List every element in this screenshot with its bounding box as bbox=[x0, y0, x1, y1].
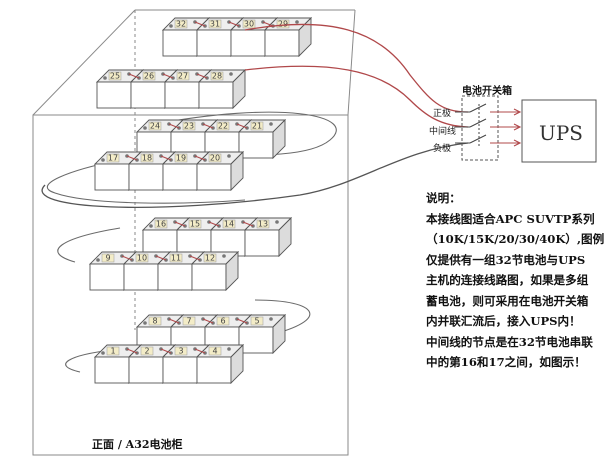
interconnect-wire bbox=[236, 318, 248, 324]
description-line: 中的第16和17之间，如图示！ bbox=[426, 355, 586, 369]
battery-number: 26 bbox=[144, 72, 154, 81]
description-line: 主机的连接线路图，如果是多组 bbox=[426, 273, 589, 287]
ups-label: UPS bbox=[538, 121, 583, 145]
battery-layer-2: 24 23 22 21 17 18 19 20 bbox=[93, 118, 287, 192]
interconnect-wire bbox=[189, 255, 201, 261]
middle-line-label: 中间线 bbox=[429, 127, 457, 137]
main-wires bbox=[41, 23, 469, 208]
description-line: 中间线的节点是在32节电池串联 bbox=[426, 334, 593, 349]
interconnect-wire bbox=[121, 255, 133, 261]
interconnect-wire bbox=[242, 221, 254, 227]
battery-cell: 21 bbox=[237, 118, 287, 160]
interconnect-wire bbox=[196, 73, 208, 79]
description-line: 说明： bbox=[426, 191, 461, 205]
description-line: 蓄电池，则可采用在电池开关箱 bbox=[426, 293, 589, 308]
switch-box bbox=[455, 95, 522, 161]
battery-number: 20 bbox=[210, 154, 220, 163]
battery-number: 4 bbox=[212, 347, 217, 356]
battery-number: 8 bbox=[152, 317, 157, 326]
interconnect-wire bbox=[194, 348, 206, 354]
battery-number: 22 bbox=[218, 122, 228, 131]
cabinet-label: 正面 / A32电池柜 bbox=[92, 438, 183, 451]
switch-box-title: 电池开关箱 bbox=[462, 86, 512, 97]
battery-cell: 5 bbox=[237, 313, 287, 355]
battery-cell: 18 bbox=[127, 150, 177, 192]
interconnect-wire bbox=[126, 348, 138, 354]
battery-number: 30 bbox=[244, 20, 254, 29]
battery-number: 2 bbox=[144, 347, 149, 356]
battery-number: 14 bbox=[224, 220, 234, 229]
battery-number: 18 bbox=[142, 154, 152, 163]
interconnect-wire bbox=[236, 123, 248, 129]
interconnect-wire bbox=[202, 123, 214, 129]
battery-number: 3 bbox=[178, 347, 183, 356]
battery-cell: 20 bbox=[195, 150, 245, 192]
battery-cell: 29 bbox=[263, 16, 313, 58]
description-line: 仅提供有一组32节电池与UPS bbox=[426, 252, 586, 267]
battery-number: 21 bbox=[252, 122, 262, 131]
interconnect-wire bbox=[162, 73, 174, 79]
battery-layer-4: 8 7 6 5 1 2 3 4 bbox=[93, 313, 287, 385]
interconnect-wire bbox=[160, 155, 172, 161]
description-line: （10K/15K/20/30/40K）,图例 bbox=[426, 232, 604, 246]
battery-number: 7 bbox=[186, 317, 191, 326]
battery-cell: 4 bbox=[195, 343, 245, 385]
interconnect-wire bbox=[228, 21, 240, 27]
battery-number: 6 bbox=[220, 317, 225, 326]
battery-number: 28 bbox=[212, 72, 222, 81]
battery-number: 10 bbox=[137, 254, 147, 263]
battery-cell: 12 bbox=[190, 250, 240, 292]
interconnect-wire bbox=[194, 21, 206, 27]
battery-number: 13 bbox=[258, 220, 268, 229]
battery-number: 29 bbox=[278, 20, 288, 29]
battery-number: 25 bbox=[110, 72, 120, 81]
battery-number: 19 bbox=[176, 154, 186, 163]
battery-layer-3: 16 15 14 13 9 10 11 12 bbox=[88, 216, 293, 292]
ups-box bbox=[521, 99, 597, 163]
interconnect-wire bbox=[160, 348, 172, 354]
interconnect-wire bbox=[126, 155, 138, 161]
description-line: 本接线图适合APC SUVTP系列 bbox=[426, 211, 595, 226]
negative-label: 负极 bbox=[433, 144, 452, 154]
battery-number: 12 bbox=[205, 254, 215, 263]
battery-number: 16 bbox=[156, 220, 166, 229]
interconnect-wire bbox=[155, 255, 167, 261]
interconnect-wire bbox=[202, 318, 214, 324]
interconnect-wire bbox=[168, 318, 180, 324]
interconnect-wire bbox=[194, 155, 206, 161]
battery-cell: 28 bbox=[197, 68, 247, 110]
interconnect-wire bbox=[128, 73, 140, 79]
battery-number: 17 bbox=[108, 154, 118, 163]
battery-number: 31 bbox=[210, 20, 220, 29]
description: 说明： 本接线图适合APC SUVTP系列 （10K/15K/20/30/40K… bbox=[426, 188, 604, 373]
battery-number: 32 bbox=[176, 20, 186, 29]
battery-cell: 13 bbox=[243, 216, 293, 258]
battery-number: 23 bbox=[184, 122, 194, 131]
interconnect-wire bbox=[262, 21, 274, 27]
interconnect-wire bbox=[168, 123, 180, 129]
battery-layer-1: 32 31 30 29 25 26 27 28 bbox=[95, 16, 313, 110]
battery-number: 5 bbox=[254, 317, 259, 326]
description-line: 内并联汇流后，接入UPS内！ bbox=[426, 314, 581, 328]
battery-number: 1 bbox=[110, 347, 115, 356]
battery-number: 27 bbox=[178, 72, 188, 81]
battery-number: 24 bbox=[150, 122, 160, 131]
battery-number: 9 bbox=[105, 254, 110, 263]
interconnect-wire bbox=[174, 221, 186, 227]
positive-label: 正极 bbox=[433, 109, 452, 119]
interconnect-wire bbox=[208, 221, 220, 227]
battery-number: 11 bbox=[171, 254, 181, 263]
battery-number: 15 bbox=[190, 220, 200, 229]
